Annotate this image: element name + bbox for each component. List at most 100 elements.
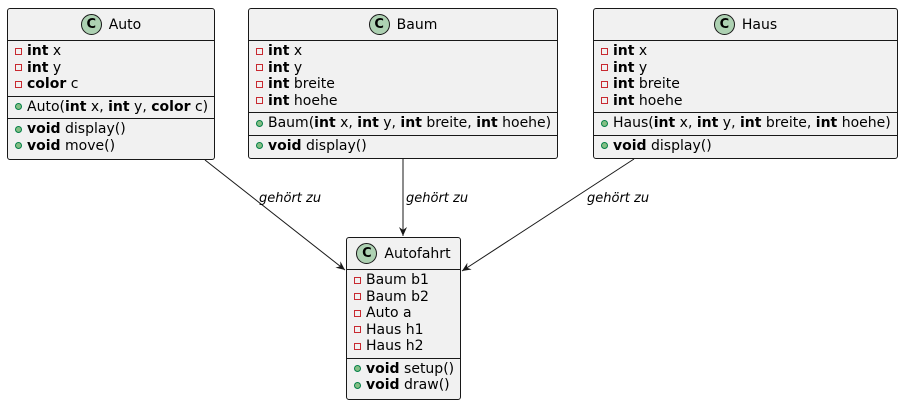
param-name: x [340, 115, 349, 131]
field-row: int x [249, 43, 557, 60]
private-visibility-icon [256, 64, 263, 72]
field-row: int hoehe [249, 93, 557, 110]
param-name: c [194, 98, 203, 115]
member-text: void setup() [366, 361, 454, 378]
param-type: int [314, 115, 336, 131]
member-name: breite [638, 76, 680, 92]
field-row: int hoehe [594, 93, 897, 110]
private-visibility-icon [601, 64, 608, 72]
methods-compartment: void display() [249, 134, 557, 158]
member-text: Haus h1 [366, 322, 424, 339]
methods-compartment: void setup()void draw() [347, 357, 460, 397]
public-visibility-icon [15, 125, 22, 133]
private-visibility-icon [354, 276, 361, 284]
public-visibility-icon [354, 381, 361, 389]
constructor-row: Auto(int x, int y, color c) [8, 99, 214, 116]
field-row: int breite [249, 76, 557, 93]
member-type: void [366, 360, 400, 377]
member-text: int breite [268, 76, 335, 93]
member-name: y [293, 59, 303, 76]
param-name: x [90, 98, 100, 115]
member-type: color [27, 76, 67, 92]
class-header: C Haus [594, 9, 897, 41]
member-name: x [52, 43, 62, 59]
public-visibility-icon [601, 119, 608, 127]
param-name: y [383, 115, 392, 131]
field-row: color c [8, 76, 214, 93]
member-name: breite [293, 76, 335, 92]
field-row: Haus h1 [347, 322, 460, 339]
member-name: display() [65, 121, 126, 137]
class-name: Haus [741, 16, 778, 33]
constructors-compartment: Haus(int x, int y, int breite, int hoehe… [594, 112, 897, 135]
edge-auto-autofahrt [204, 159, 346, 271]
edge-label-haus: gehört zu [587, 191, 650, 206]
member-name: setup() [404, 360, 455, 377]
field-row: Baum b1 [347, 272, 460, 289]
member-text: int y [613, 60, 647, 77]
constructors-compartment: Baum(int x, int y, int breite, int hoehe… [249, 112, 557, 135]
constructor-name: Haus [613, 115, 649, 131]
member-name: hoehe [638, 92, 683, 109]
param-name: y [134, 98, 143, 115]
public-visibility-icon [256, 119, 263, 127]
public-visibility-icon [15, 142, 22, 150]
member-type: int [268, 59, 290, 76]
constructor-row: Haus(int x, int y, int breite, int hoehe… [594, 115, 897, 132]
public-visibility-icon [601, 142, 608, 150]
private-visibility-icon [256, 97, 263, 105]
param-name: hoehe [502, 115, 546, 131]
member-type: int [613, 76, 635, 92]
member-name: y [638, 59, 648, 76]
param-type: int [696, 115, 719, 131]
member-name: x [638, 43, 648, 59]
method-row: void display() [249, 138, 557, 155]
member-type: int [613, 92, 635, 109]
member-type: int [613, 43, 635, 59]
class-header: C Baum [249, 9, 557, 41]
field-row: int y [594, 60, 897, 77]
class-icon: C [80, 14, 102, 35]
private-visibility-icon [15, 47, 22, 55]
class-icon: C [356, 243, 378, 264]
member-name: x [293, 43, 303, 59]
member-type: void [366, 377, 400, 393]
member-text: Auto(int x, int y, color c) [27, 98, 209, 115]
member-text: int hoehe [613, 93, 682, 110]
class-name: Baum [396, 16, 438, 33]
member-text: int y [27, 60, 61, 77]
member-type: int [268, 43, 290, 59]
member-text: int hoehe [268, 93, 337, 110]
member-text: Haus(int x, int y, int breite, int hoehe… [613, 115, 891, 131]
edge-haus-autofahrt [461, 158, 635, 272]
private-visibility-icon [354, 342, 361, 350]
private-visibility-icon [601, 47, 608, 55]
param-type: color [151, 98, 191, 115]
member-text: int x [613, 43, 647, 60]
private-visibility-icon [354, 309, 361, 317]
private-visibility-icon [354, 326, 361, 334]
member-name: hoehe [293, 92, 338, 109]
field-row: int x [8, 43, 214, 60]
param-type: int [400, 115, 422, 131]
field-row: Haus h2 [347, 338, 460, 355]
method-row: void display() [594, 138, 897, 155]
constructor-name: Baum [268, 115, 309, 131]
param-type: int [357, 115, 379, 131]
member-type: void [613, 137, 647, 154]
method-row: void display() [8, 121, 214, 138]
edge-label-auto: gehört zu [259, 191, 322, 206]
member-type: void [27, 121, 61, 137]
member-name: display() [306, 137, 367, 154]
member-text: Baum b1 [366, 272, 429, 289]
private-visibility-icon [15, 80, 22, 88]
member-text: int x [27, 43, 61, 60]
param-type: int [653, 115, 676, 131]
